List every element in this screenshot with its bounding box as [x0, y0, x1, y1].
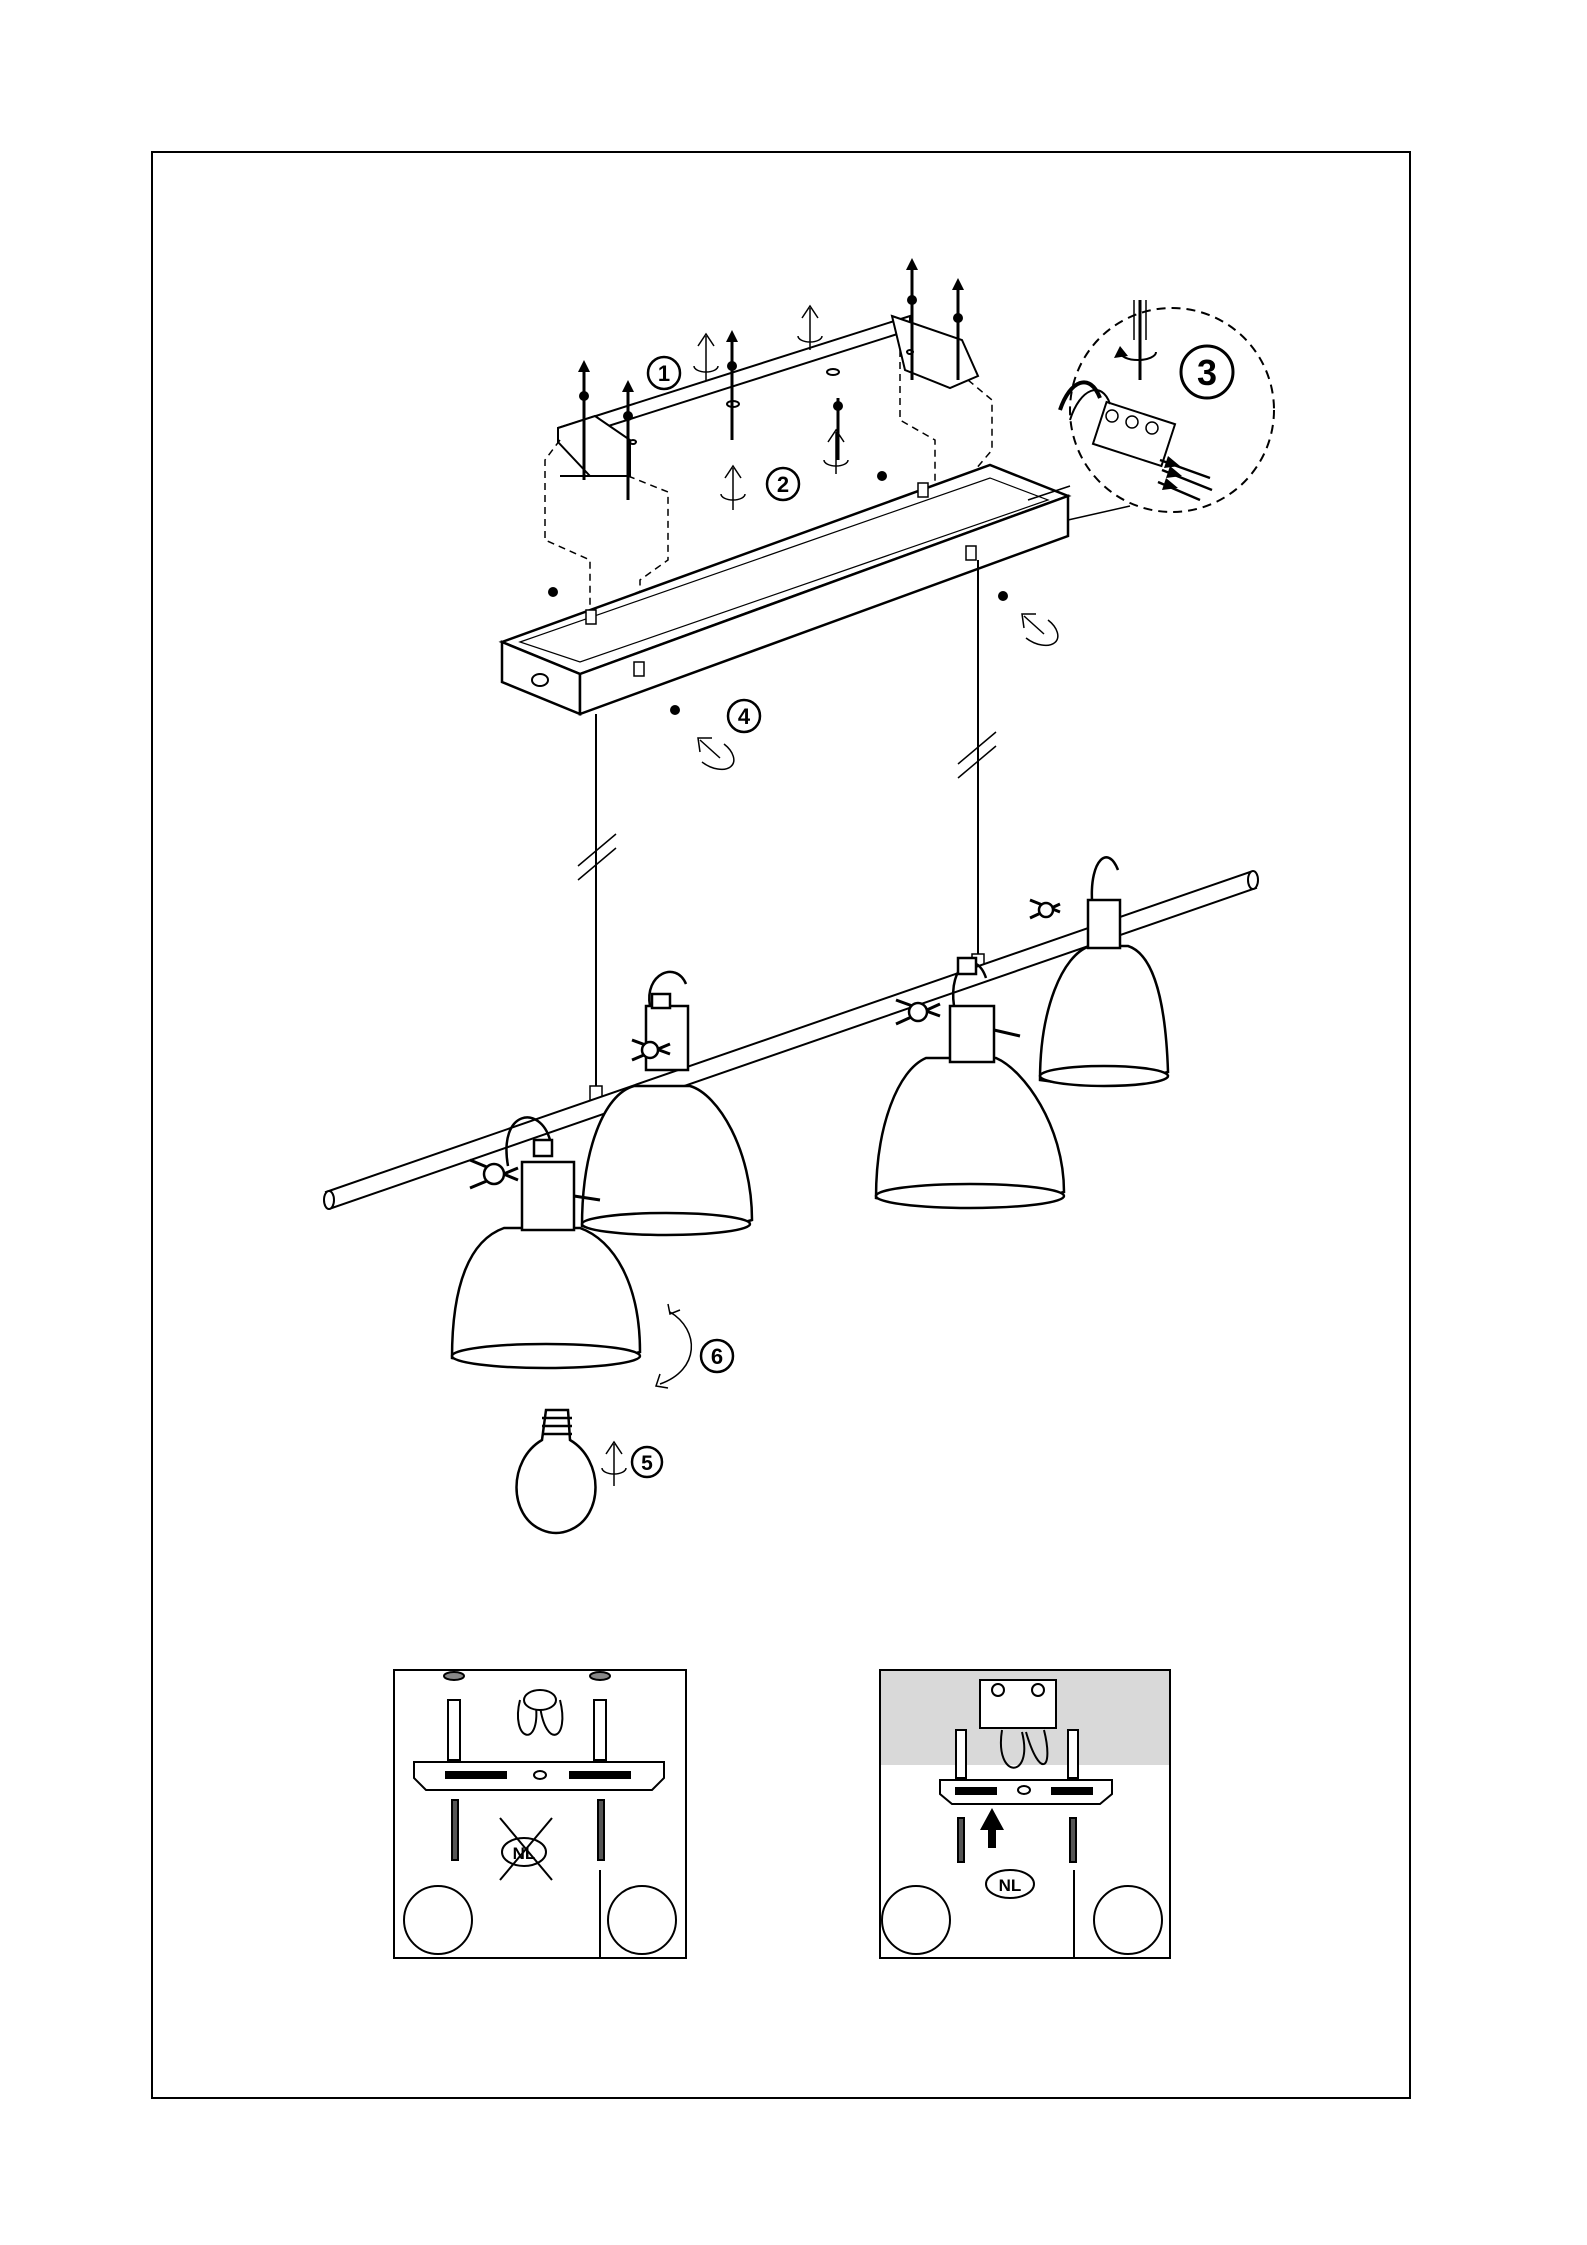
step-1-label: 1 [648, 357, 680, 389]
rotate-arrow-icon [798, 306, 822, 350]
bracket-screws [584, 270, 958, 500]
svg-text:5: 5 [641, 1452, 653, 1475]
inset-junction-box-mounting: NL [880, 1670, 1170, 1958]
svg-text:1: 1 [658, 361, 670, 386]
inset-wall-plug-mounting: NL [394, 1670, 686, 1958]
rotate-arrow-icon [694, 334, 718, 380]
svg-text:6: 6 [711, 1344, 723, 1369]
rotate-arrow-icon [824, 430, 848, 474]
step-6-label: 6 [701, 1340, 733, 1372]
canopy-cable-hole [532, 674, 548, 686]
rotate-arrow-icon [1022, 614, 1058, 645]
rotate-arrow-icon [698, 738, 734, 769]
svg-text:2: 2 [777, 472, 789, 497]
rotate-arrow-icon [721, 466, 745, 510]
mounting-bracket [558, 316, 978, 476]
svg-text:NL: NL [999, 1876, 1022, 1895]
light-bulb [517, 1410, 596, 1533]
step-4-label: 4 [728, 700, 760, 732]
svg-text:3: 3 [1197, 352, 1217, 393]
lamp-shade-3 [1030, 857, 1168, 1086]
canopy [502, 465, 1068, 714]
svg-text:4: 4 [738, 704, 751, 729]
rotate-arrow-icon [602, 1442, 626, 1486]
step-5-label: 5 [632, 1447, 662, 1477]
tilt-arrow-icon [656, 1304, 691, 1388]
wiring-detail [1028, 300, 1274, 520]
step-2-label: 2 [767, 468, 799, 500]
svg-text:NL: NL [513, 1844, 536, 1863]
step-3-label: 3 [1181, 346, 1233, 398]
